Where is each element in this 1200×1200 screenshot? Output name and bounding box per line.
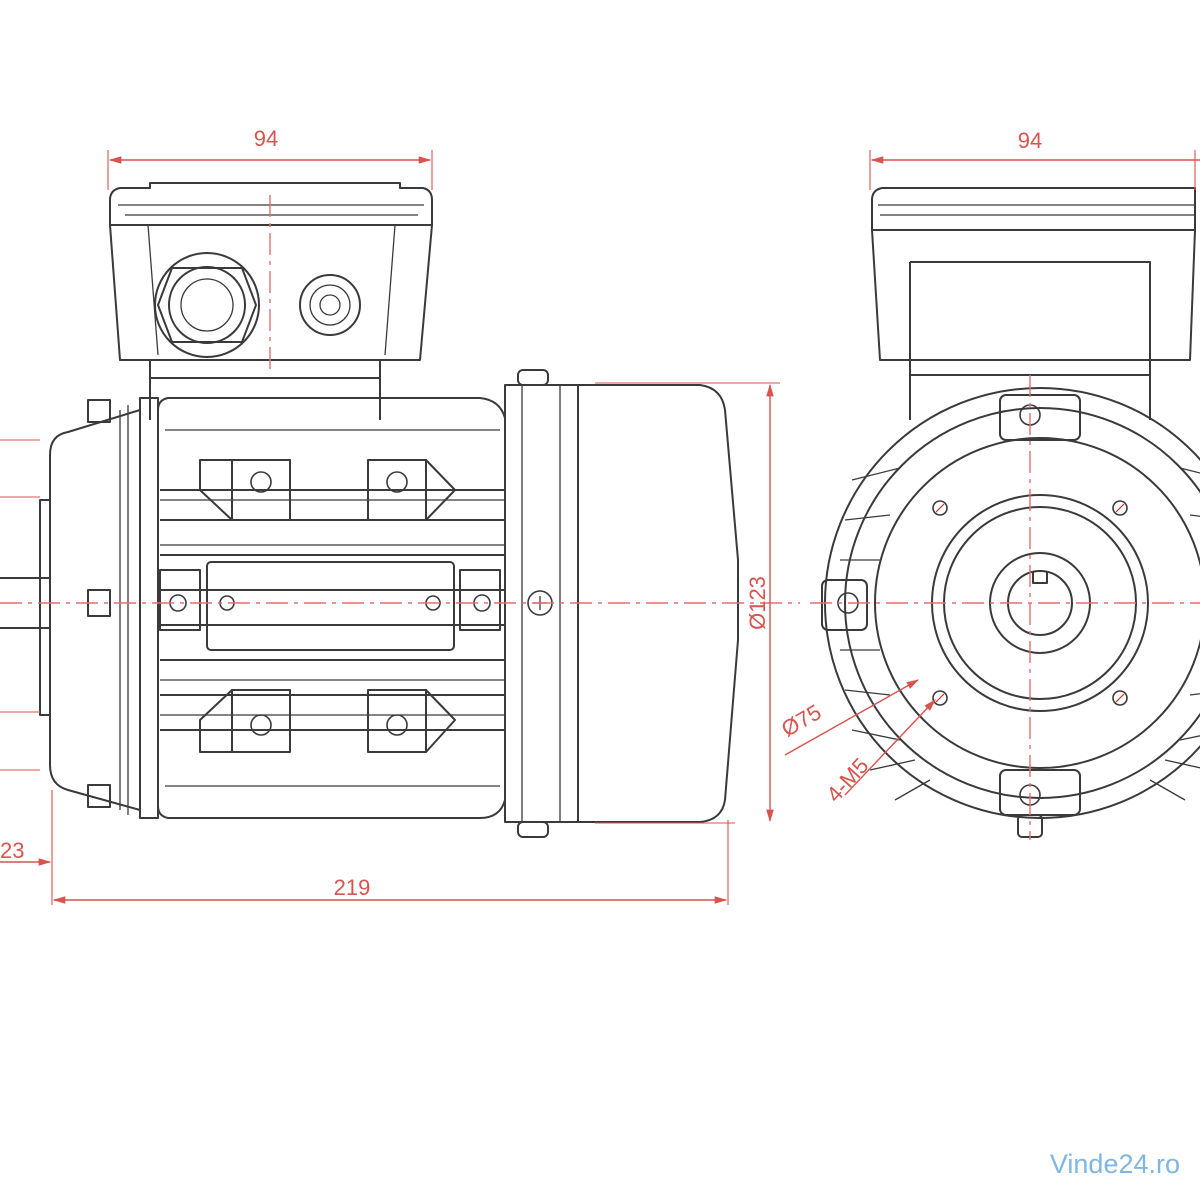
dim-pitch-circle: Ø75	[777, 699, 826, 741]
side-motor-body	[157, 397, 506, 819]
dim-overall-length: 219	[334, 875, 371, 900]
front-terminal-box	[871, 187, 1196, 420]
dim-thread-holes: 4-M5	[821, 753, 873, 807]
dim-front-box-width: 94	[1018, 128, 1042, 153]
dim-flange-diameter: Ø123	[745, 576, 770, 630]
dimension-lines	[0, 150, 1200, 905]
side-terminal-box	[109, 182, 433, 420]
front-view	[810, 187, 1200, 840]
dimension-labels: 94 94 Ø123 219 23 Ø75 4-M5	[0, 126, 1042, 900]
dim-side-box-width: 94	[254, 126, 278, 151]
front-housing	[821, 387, 1200, 838]
side-flange	[39, 397, 159, 819]
watermark-text: Vinde24.ro	[1049, 1149, 1180, 1179]
side-view	[0, 182, 800, 838]
dim-shaft-length: 23	[0, 838, 24, 863]
m5-holes	[932, 500, 1128, 706]
side-shaft	[0, 577, 50, 629]
